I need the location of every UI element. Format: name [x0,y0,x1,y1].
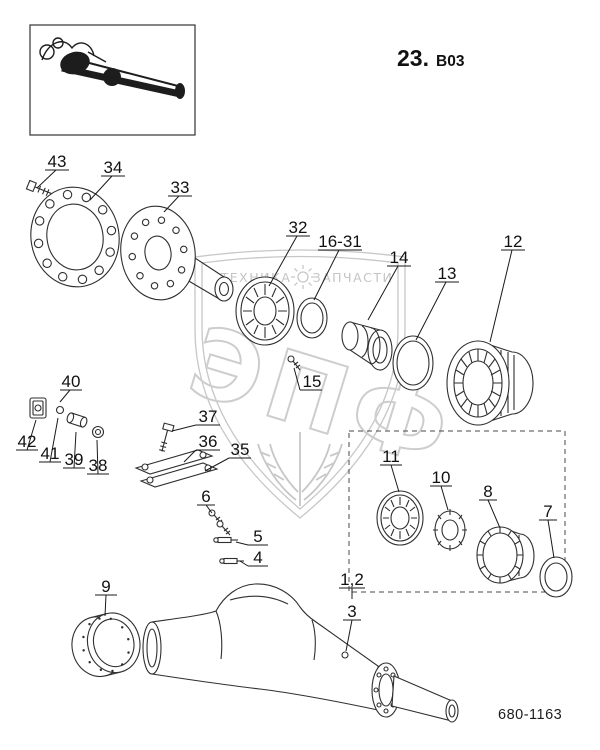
bearing-32-drawing [235,276,295,346]
bolt-43-drawing [25,179,52,196]
nut-42-drawing [29,397,47,419]
diagram-number: 680-1163 [498,707,562,723]
seal-ring-7-drawing [539,556,573,598]
wheat-emblem [257,432,343,506]
catalog-code-big: 23. [397,45,429,71]
leader-lines [16,169,557,652]
watermark-text-right: ЗАПЧАСТИ [313,270,394,285]
boot-14-drawing [341,321,393,372]
bolts-6-drawing [208,509,231,536]
watermark-shield-outer [194,249,406,519]
clamp-ring-34-drawing [30,186,120,288]
gear-icon [291,265,315,289]
bracket-36-35-drawing [134,449,219,488]
catalog-code-small: B03 [436,53,465,70]
spline-sleeve-8-drawing [476,526,535,584]
fitting-5-drawing [213,536,238,544]
ring-13-drawing [392,335,434,391]
washer-38-drawing [91,425,105,439]
group-outline-dashed [348,430,566,593]
assembly-thumbnail [29,24,196,136]
ball-41-drawing [55,405,65,415]
gear-drum-12-drawing [446,340,534,426]
watermark-shield-inner [201,255,399,510]
locknut-10-drawing [433,509,467,551]
bolt-37-drawing [159,422,175,452]
pin-39-drawing [66,412,88,428]
axle-housing-drawing [142,583,459,723]
seal-ring-16-31-drawing [296,297,328,339]
bolt-15-drawing [287,355,301,371]
bearing-11-drawing [376,490,424,546]
band-9-drawing [71,612,141,678]
hub-33-drawing [120,205,234,302]
watermark [194,249,406,519]
